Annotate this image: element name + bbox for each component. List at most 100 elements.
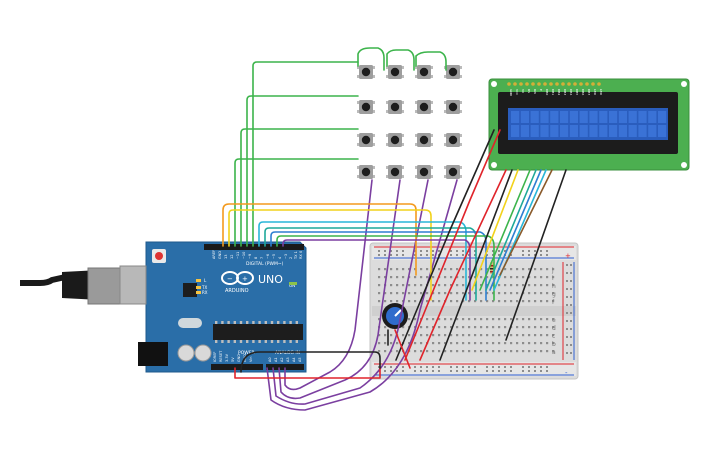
pushbutton-leg	[386, 75, 388, 78]
svg-text:−: −	[227, 275, 233, 283]
rail-hole	[474, 250, 476, 252]
pushbutton-cap	[419, 167, 429, 177]
keypad-4x4[interactable]	[357, 65, 462, 179]
lcd-char-cell	[511, 125, 520, 137]
lcd-char-cell	[511, 111, 520, 123]
breadboard-hole	[456, 276, 459, 279]
breadboard-hole	[420, 342, 423, 345]
breadboard-hole	[498, 318, 501, 321]
pushbutton[interactable]	[357, 65, 375, 79]
breadboard-hole	[450, 334, 453, 337]
pushbutton[interactable]	[444, 133, 462, 147]
lcd-char-cell	[550, 125, 559, 137]
breadboard-hole	[540, 318, 543, 321]
arduino-uno[interactable]: − + UNO ARDUINO DIGITAL (PWM~) POWER ANA…	[20, 241, 307, 373]
lcd-pin	[519, 82, 523, 86]
breadboard-hole	[390, 276, 393, 279]
digital-header-label: DIGITAL (PWM~)	[246, 261, 284, 267]
rail-hole	[462, 254, 464, 256]
pushbutton-leg	[460, 166, 462, 169]
pushbutton[interactable]	[386, 165, 404, 179]
row-label: h	[552, 283, 556, 290]
breadboard-hole	[534, 276, 537, 279]
breadboard-hole	[432, 300, 435, 303]
breadboard-hole	[480, 326, 483, 329]
lcd-pin	[597, 82, 601, 86]
pushbutton[interactable]	[386, 133, 404, 147]
breadboard-hole	[456, 300, 459, 303]
pushbutton-leg	[386, 134, 388, 137]
breadboard-hole	[474, 292, 477, 295]
pushbutton[interactable]	[386, 100, 404, 114]
pushbutton[interactable]	[415, 65, 433, 79]
pushbutton-leg	[460, 134, 462, 137]
pushbutton[interactable]	[415, 133, 433, 147]
breadboard-hole	[516, 318, 519, 321]
arduino-logo: − +	[221, 271, 254, 285]
breadboard-hole	[504, 292, 507, 295]
pushbutton[interactable]	[386, 65, 404, 79]
wire-red	[419, 169, 507, 361]
pin-label: Vin	[249, 356, 253, 362]
pushbutton[interactable]	[444, 65, 462, 79]
rail-hole	[402, 254, 404, 256]
usb-port	[119, 265, 147, 305]
pushbutton[interactable]	[444, 165, 462, 179]
board-model: UNO	[258, 273, 283, 286]
wire-green	[479, 169, 531, 291]
rail-hole	[438, 250, 440, 252]
breadboard-hole	[486, 326, 489, 329]
breadboard-hole	[528, 326, 531, 329]
pushbutton[interactable]	[357, 165, 375, 179]
breadboard-hole	[456, 318, 459, 321]
wires[interactable]	[222, 47, 567, 411]
pushbutton[interactable]	[415, 165, 433, 179]
breadboard-hole	[444, 342, 447, 345]
pushbutton[interactable]	[357, 100, 375, 114]
breadboard-hole	[384, 300, 387, 303]
pushbutton-leg	[402, 175, 404, 178]
pushbutton[interactable]	[357, 133, 375, 147]
breadboard-hole	[378, 350, 381, 353]
breadboard-hole	[390, 300, 393, 303]
breadboard-hole	[438, 318, 441, 321]
breadboard-hole	[540, 276, 543, 279]
breadboard-hole	[498, 284, 501, 287]
rail-hole	[384, 254, 386, 256]
pushbutton-cap	[390, 167, 400, 177]
pushbutton-leg	[444, 134, 446, 137]
lcd-pin	[543, 82, 547, 86]
pushbutton-leg	[460, 101, 462, 104]
lcd-mount-hole	[491, 81, 497, 87]
breadboard-hole	[510, 318, 513, 321]
potentiometer[interactable]	[382, 303, 408, 329]
pushbutton-leg	[386, 110, 388, 113]
rail-hole	[384, 366, 386, 368]
breadboard-hole	[450, 300, 453, 303]
breadboard[interactable]: j i h g f e d c b a + -	[369, 242, 579, 380]
lcd-char-cell	[599, 111, 608, 123]
breadboard-hole	[528, 300, 531, 303]
wire-black	[395, 129, 495, 361]
pushbutton[interactable]	[415, 100, 433, 114]
breadboard-hole	[396, 300, 399, 303]
breadboard-hole	[486, 350, 489, 353]
rail-hole	[534, 254, 536, 256]
lcd-char-cell	[628, 111, 637, 123]
pushbutton-leg	[460, 175, 462, 178]
rail-hole	[570, 352, 572, 354]
breadboard-hole	[402, 334, 405, 337]
rail-hole	[390, 370, 392, 372]
rail-hole	[540, 370, 542, 372]
breadboard-hole	[540, 342, 543, 345]
breadboard-hole	[426, 268, 429, 271]
breadboard-hole	[414, 350, 417, 353]
breadboard-hole	[540, 284, 543, 287]
breadboard-hole	[438, 268, 441, 271]
breadboard-hole	[426, 334, 429, 337]
pushbutton-cap	[361, 167, 371, 177]
pushbutton[interactable]	[444, 100, 462, 114]
lcd-char-cell	[618, 111, 627, 123]
rail-hole	[546, 250, 548, 252]
